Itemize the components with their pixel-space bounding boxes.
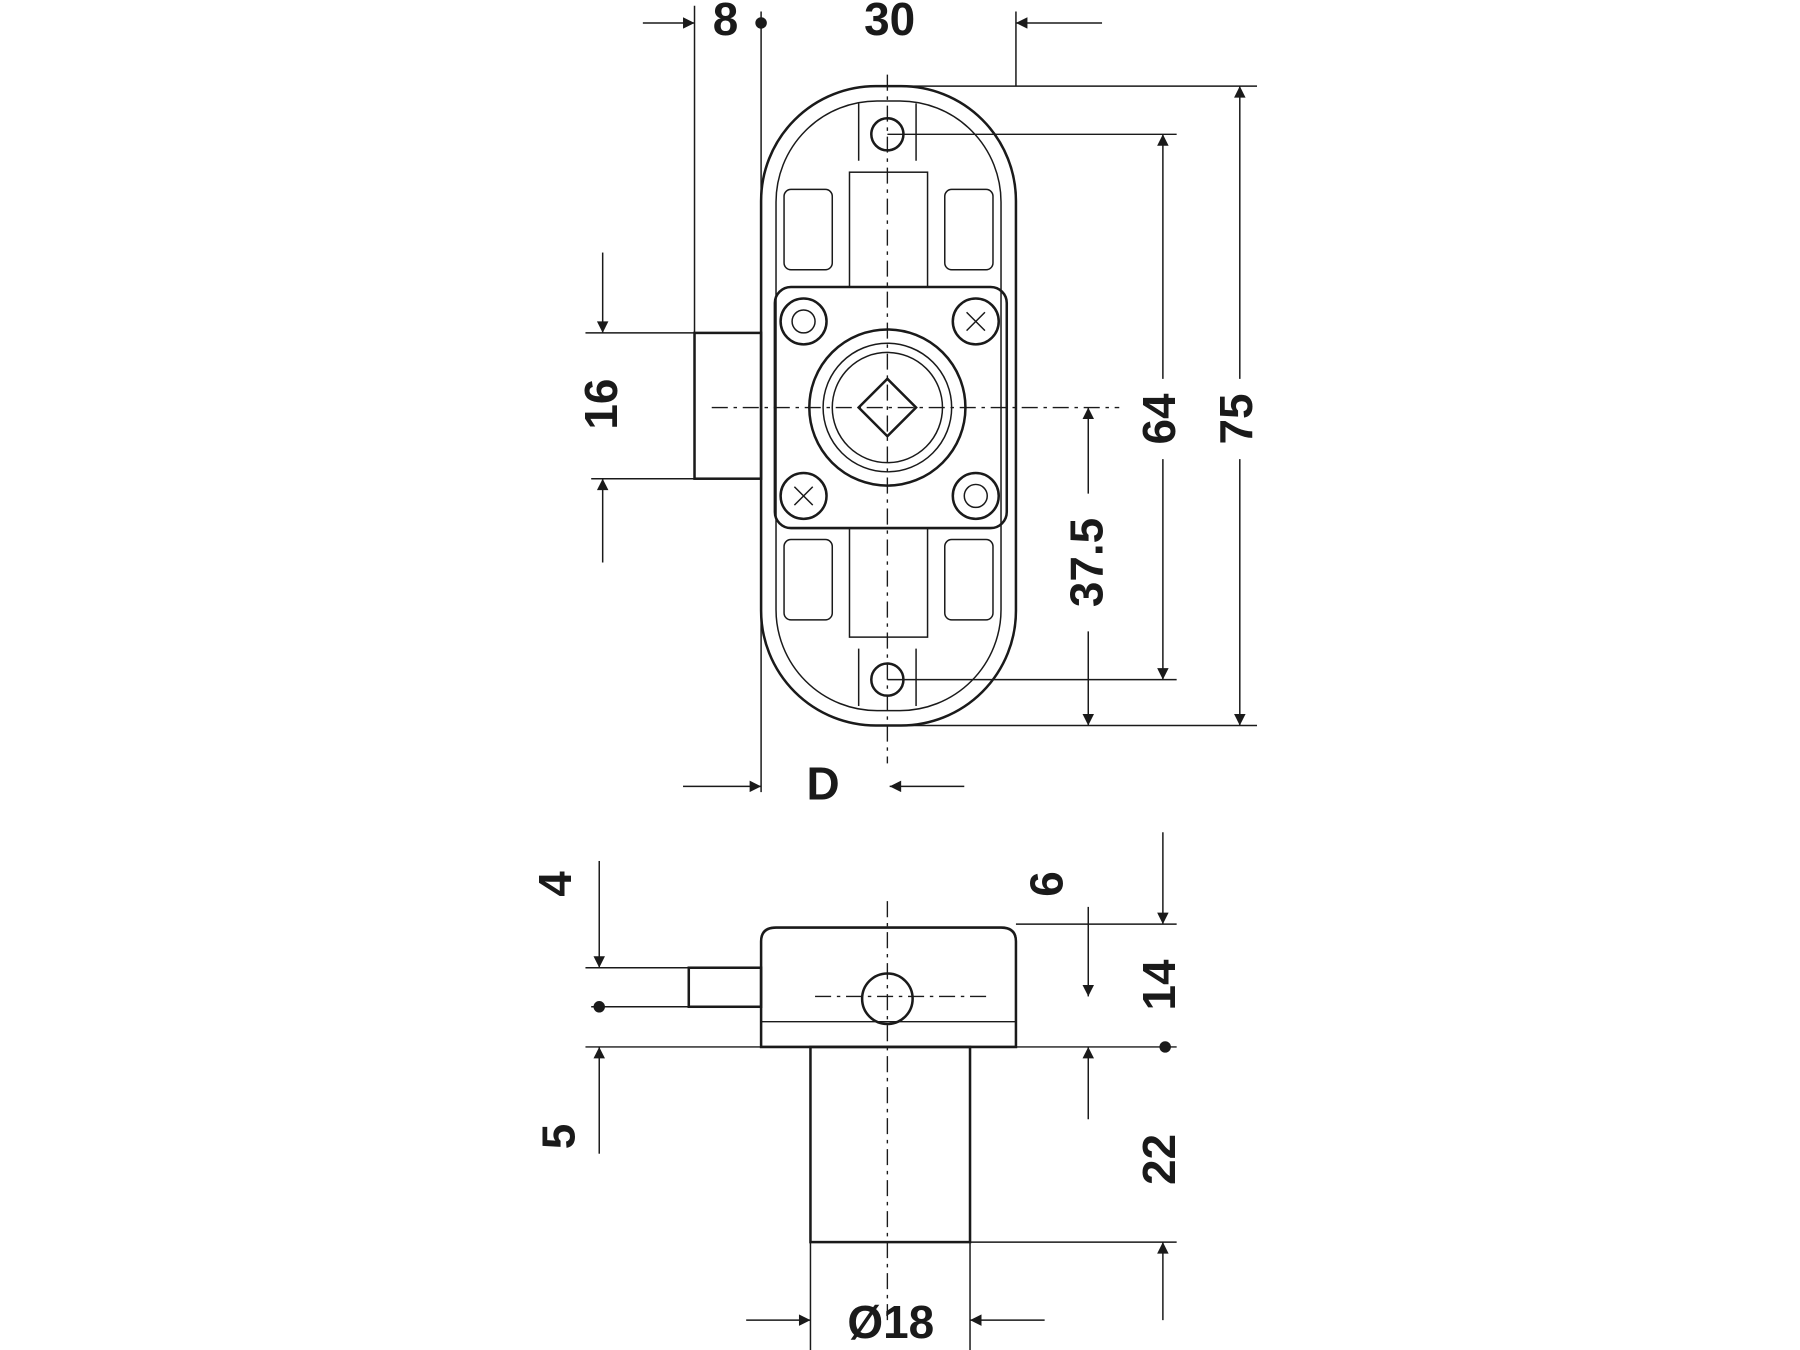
dim-diameter-18: Ø18 [847, 1296, 934, 1348]
dim-4: 4 [529, 871, 581, 897]
lower-channel [848, 527, 929, 638]
dim-6: 6 [1021, 871, 1073, 897]
window [783, 188, 834, 271]
window [944, 538, 994, 621]
dim-14: 14 [1133, 959, 1185, 1011]
dim-22: 22 [1133, 1134, 1185, 1185]
lock-body-outline [759, 84, 1018, 727]
dim-5: 5 [533, 1124, 585, 1150]
dim-16: 16 [575, 379, 627, 430]
dim-30: 30 [864, 0, 915, 45]
front-view [693, 74, 1120, 764]
dim-64: 64 [1133, 393, 1185, 445]
dim-37-5: 37.5 [1061, 518, 1113, 607]
dim-D: D [807, 758, 840, 810]
side-body [759, 926, 1018, 1049]
window [783, 538, 834, 621]
bolt [693, 331, 763, 480]
dim-8: 8 [713, 0, 739, 45]
side-cylinder [809, 1045, 972, 1244]
screw-holes [779, 297, 1000, 521]
upper-channel [848, 171, 929, 288]
key-diamond [856, 377, 918, 439]
side-bolt [687, 966, 763, 1009]
side-view-dimensions: 4 5 6 14 22 Ø18 [529, 832, 1185, 1350]
front-view-dimensions: 8 30 64 75 37.5 16 D [575, 0, 1262, 810]
window [944, 188, 994, 271]
dim-75: 75 [1210, 393, 1262, 444]
side-view [687, 901, 1018, 1321]
